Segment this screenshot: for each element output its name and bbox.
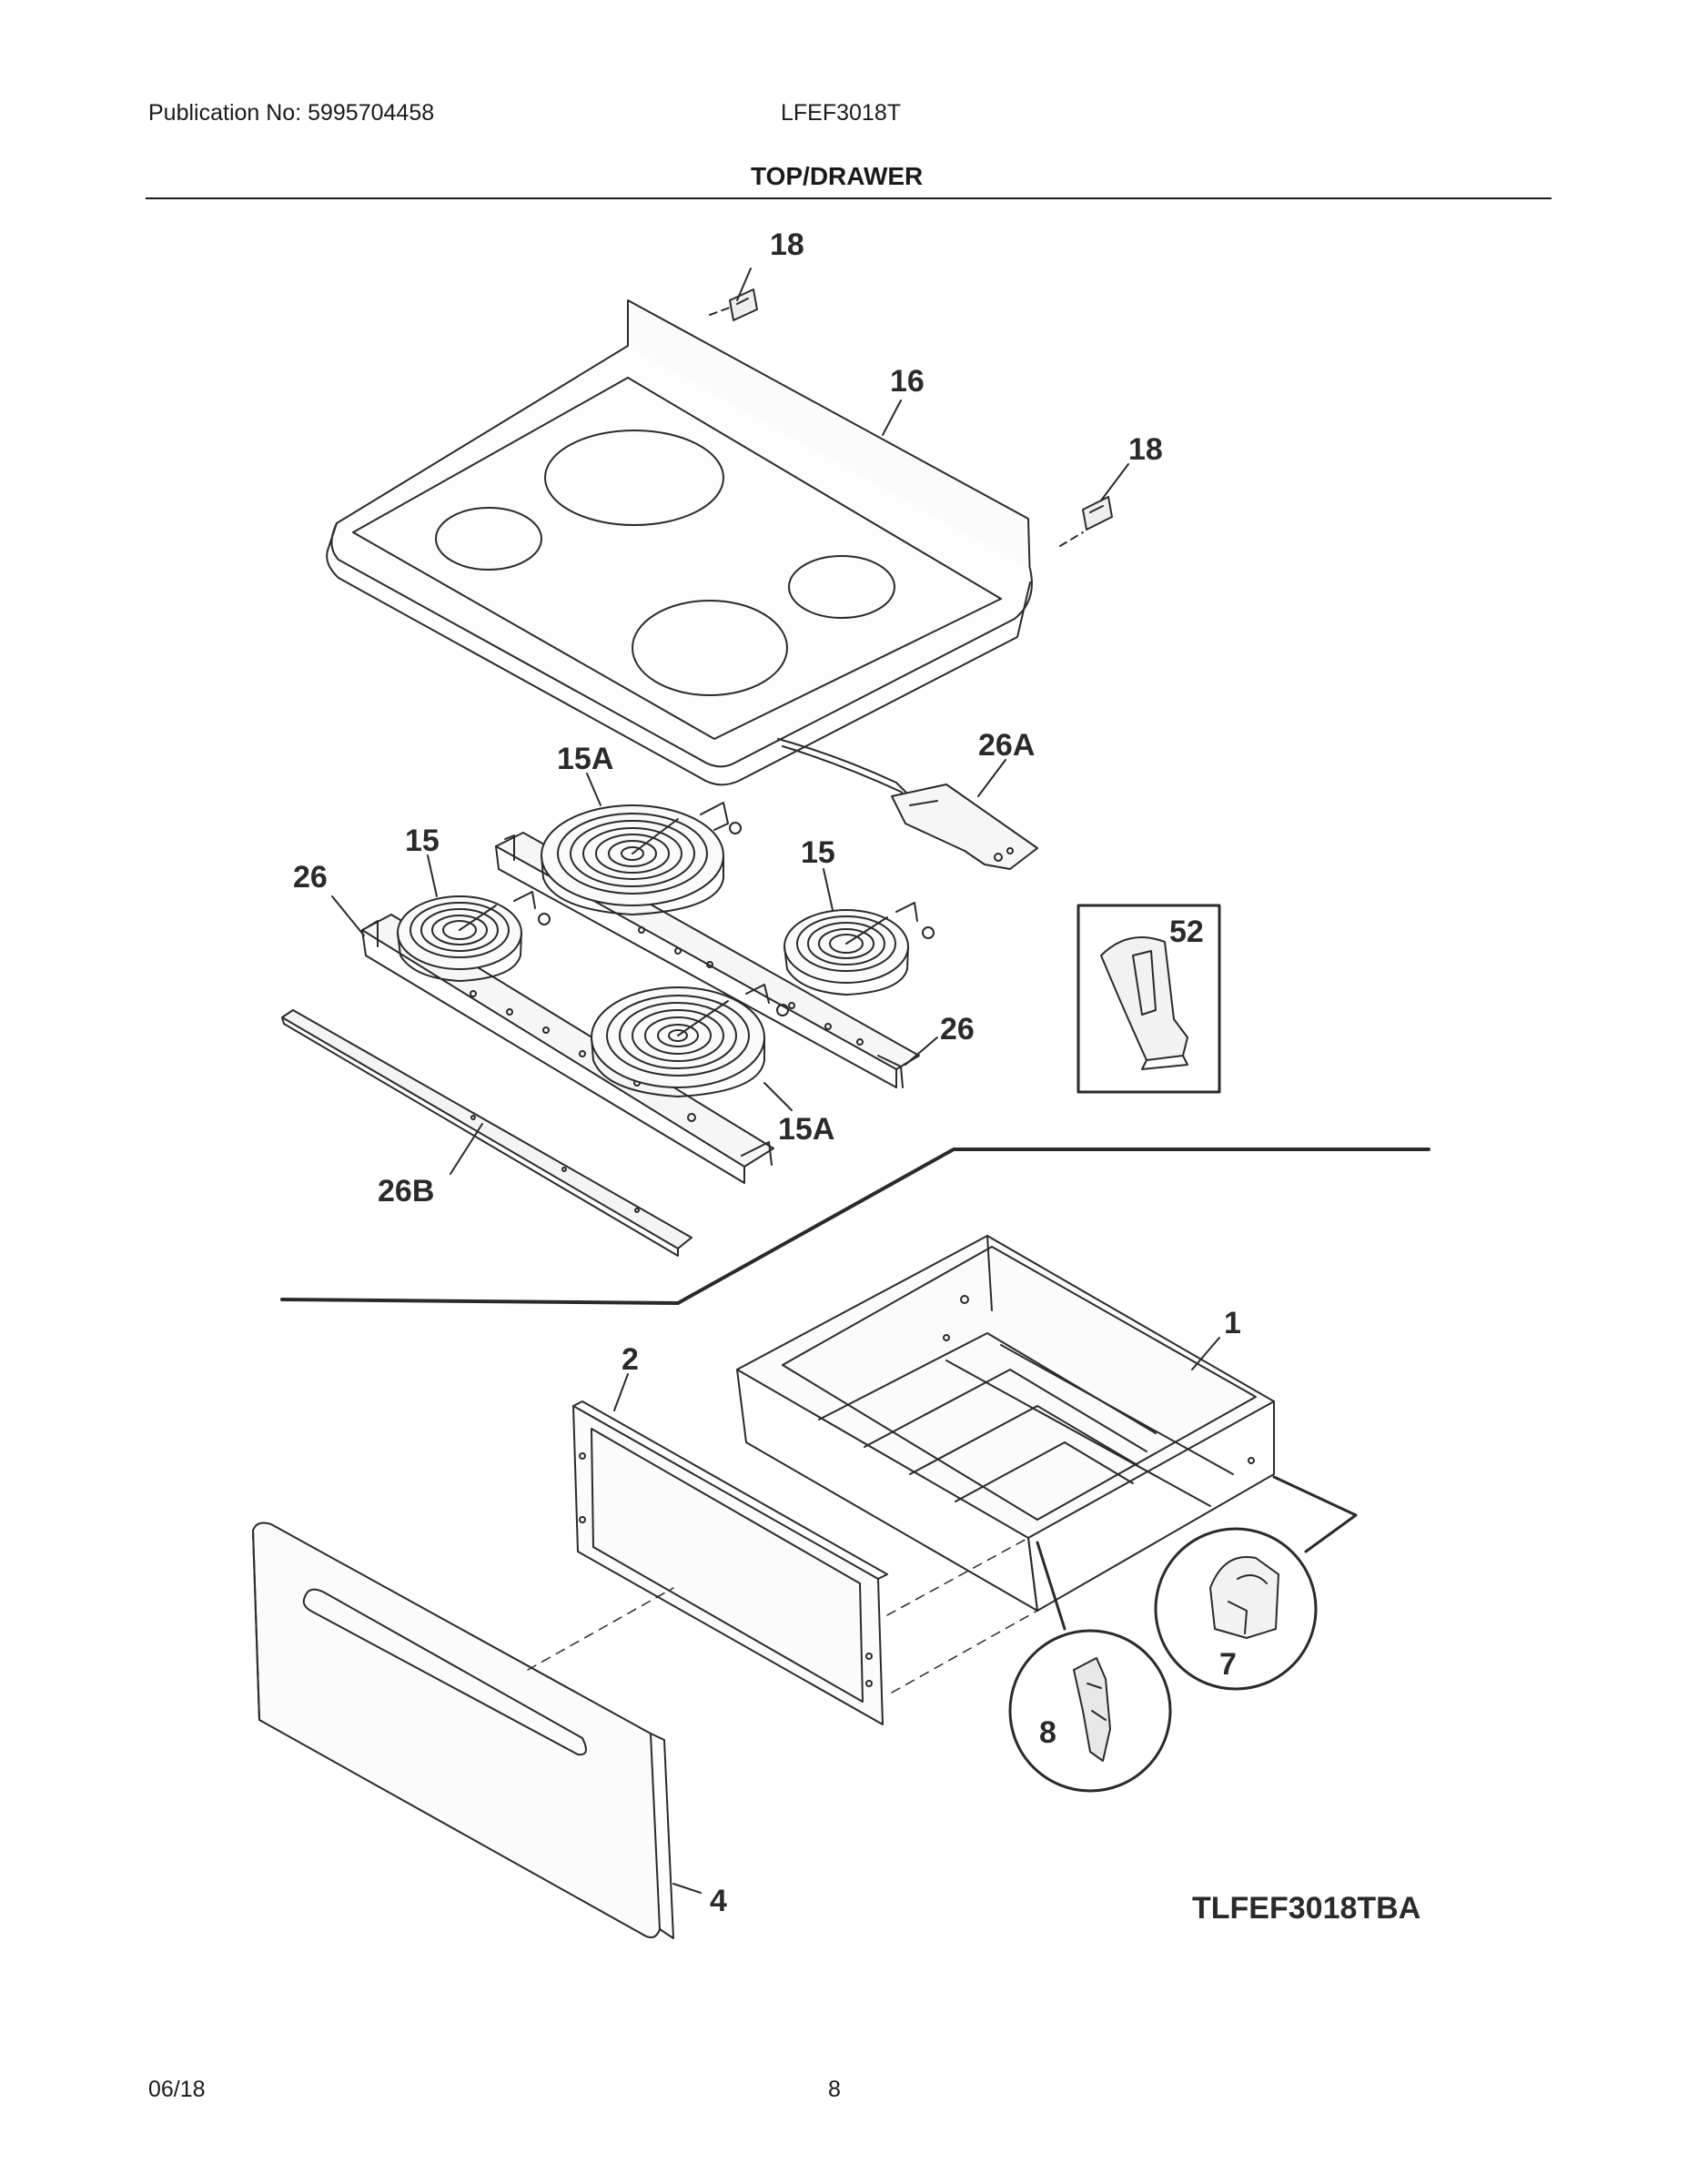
leader-2 (613, 1373, 629, 1411)
leader-15-right (823, 868, 834, 911)
callout-15A-front: 15A (778, 1112, 834, 1147)
wiring-harness-26A (777, 738, 1038, 870)
detail-circle-8 (1008, 1541, 1172, 1793)
callout-26B: 26B (378, 1174, 434, 1208)
drawer-panel-2 (572, 1400, 888, 1725)
leader-15A-front (763, 1082, 793, 1111)
leader-18-right (1100, 463, 1129, 501)
element-outline-right (788, 555, 895, 619)
surface-element-15-right (783, 902, 935, 996)
callout-4: 4 (710, 1884, 727, 1918)
surface-element-15A-front (591, 984, 789, 1097)
footer-date: 06/18 (148, 2077, 206, 2102)
leader-26-left (331, 895, 365, 936)
callout-1: 1 (1224, 1306, 1241, 1340)
leader-18-top (736, 268, 752, 301)
element-outline-front-large (632, 600, 788, 696)
leader-15-left (427, 854, 438, 897)
surface-element-15-left (397, 891, 551, 982)
publication-number: Publication No: 5995704458 (148, 100, 435, 126)
callout-15A-rear: 15A (557, 742, 613, 776)
leader-26A (977, 759, 1006, 797)
leader-26B (450, 1123, 483, 1175)
section-title: TOP/DRAWER (751, 162, 924, 190)
callout-26A: 26A (978, 728, 1035, 763)
bracket-18-top (709, 288, 758, 321)
callout-16: 16 (890, 364, 925, 399)
leader-15A-rear (586, 773, 601, 806)
footer-page-number: 8 (828, 2077, 841, 2102)
inset-box-52 (1076, 904, 1221, 1094)
callout-7: 7 (1219, 1647, 1237, 1682)
element-outline-left-rear (435, 507, 542, 571)
callout-15-left: 15 (405, 824, 440, 858)
diagram-code: TLFEF3018TBA (1192, 1891, 1420, 1926)
callout-26-left: 26 (293, 860, 328, 895)
trim-strip-26B (281, 1009, 692, 1257)
callout-52: 52 (1169, 915, 1204, 949)
callout-18-top: 18 (770, 228, 804, 262)
callout-26-right: 26 (940, 1012, 975, 1046)
element-outline-left-large (544, 430, 724, 526)
leader-1 (1191, 1337, 1220, 1370)
cooktop-part (326, 299, 1033, 786)
callout-8: 8 (1039, 1715, 1056, 1750)
drawer-body-1 (736, 1235, 1275, 1612)
leader-16 (882, 399, 902, 436)
leader-4 (672, 1883, 702, 1894)
section-divider (280, 1148, 1430, 1305)
support-bracket-26-front (361, 914, 774, 1184)
callout-18-right: 18 (1128, 432, 1163, 467)
header-rule (146, 197, 1552, 199)
drawer-front-4 (252, 1522, 674, 1939)
callout-2: 2 (622, 1342, 639, 1377)
callout-15-right: 15 (801, 835, 835, 870)
surface-element-15A-rear (541, 802, 742, 915)
detail-circle-7 (1154, 1475, 1358, 1691)
leader-26-right (905, 1036, 938, 1066)
bracket-18-right (1059, 496, 1113, 547)
model-number: LFEF3018T (781, 100, 902, 126)
